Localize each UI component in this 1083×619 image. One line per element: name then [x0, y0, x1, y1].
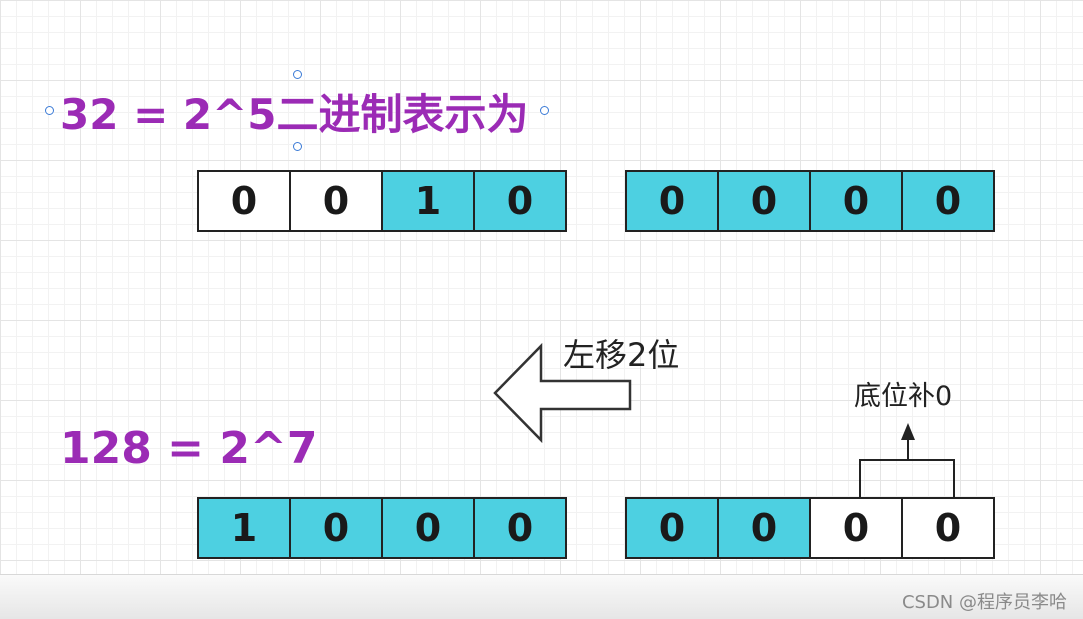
bit-cell: 0 — [473, 170, 567, 232]
bit-cell: 0 — [717, 170, 811, 232]
bit-cell: 0 — [473, 497, 567, 559]
bit-cell: 0 — [901, 170, 995, 232]
up-arrow-head — [901, 423, 915, 440]
title-top: 32 = 2^5二进制表示为 — [60, 90, 529, 139]
bit-cell: 1 — [197, 497, 291, 559]
selection-handle-bottom[interactable] — [293, 142, 302, 151]
bit-cell: 0 — [197, 170, 291, 232]
selection-handle-top[interactable] — [293, 70, 302, 79]
bit-cell: 0 — [809, 170, 903, 232]
bit-cell: 0 — [625, 170, 719, 232]
bit-cell: 0 — [289, 497, 383, 559]
selection-handle-left[interactable] — [45, 106, 54, 115]
bit-cell: 0 — [901, 497, 995, 559]
footer-bar — [0, 574, 1083, 619]
selection-handle-right[interactable] — [540, 106, 549, 115]
bit-cell: 0 — [809, 497, 903, 559]
title-bottom: 128 = 2^7 — [60, 423, 318, 474]
watermark: CSDN @程序员李哈 — [901, 592, 1067, 613]
bit-cell: 0 — [381, 497, 475, 559]
bit-cell: 0 — [289, 170, 383, 232]
left-arrow-shape — [493, 342, 632, 444]
bit-cell: 0 — [625, 497, 719, 559]
shift-label: 左移2位 — [563, 336, 680, 374]
fill-label: 底位补0 — [854, 381, 953, 412]
bracket-connector — [859, 459, 955, 497]
bit-cell: 0 — [717, 497, 811, 559]
bit-cell: 1 — [381, 170, 475, 232]
